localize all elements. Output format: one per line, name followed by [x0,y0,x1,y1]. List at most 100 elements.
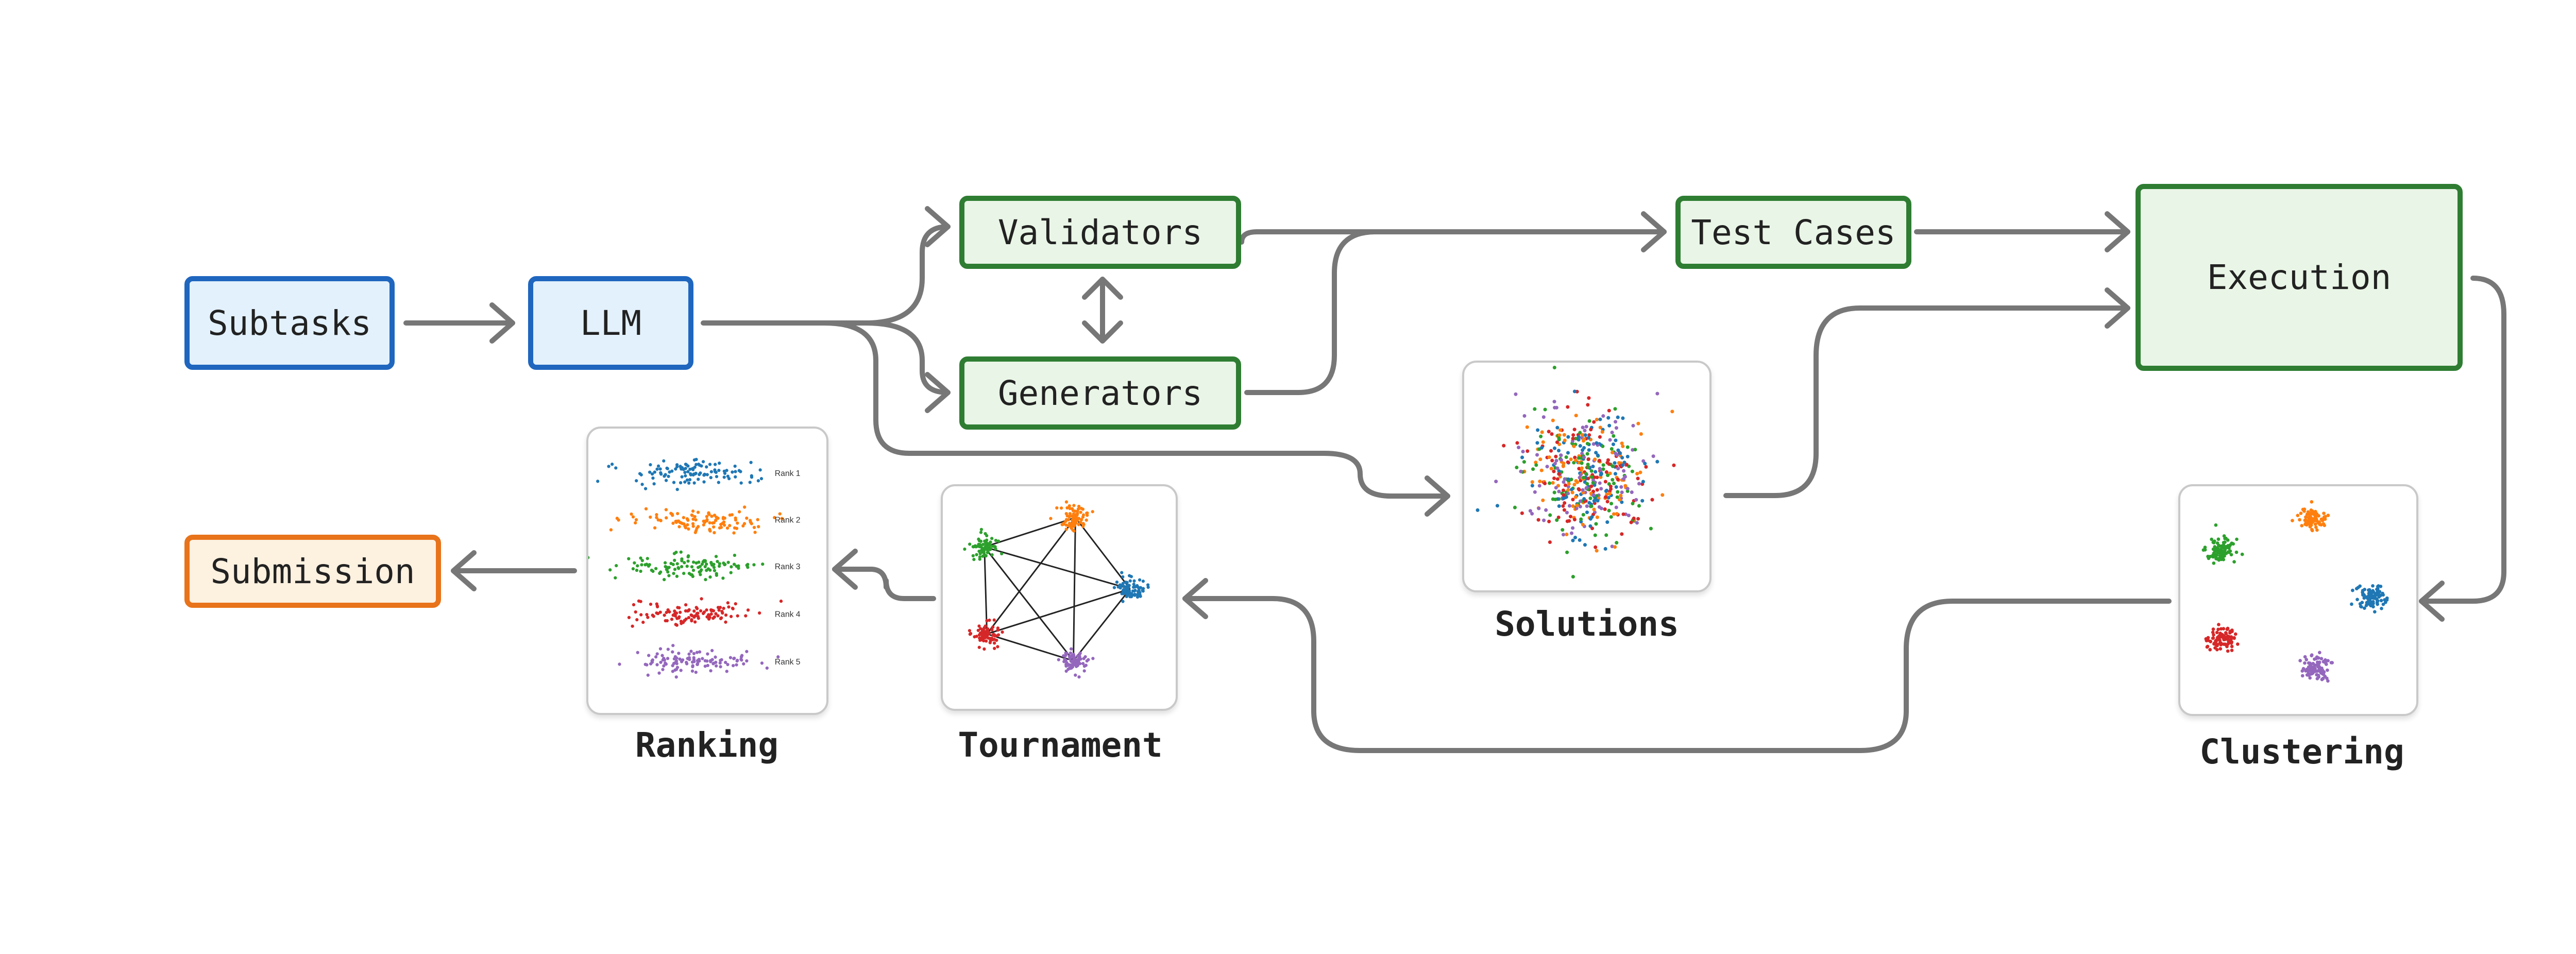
ranking-point [689,473,693,476]
solution-point [1582,497,1586,501]
solution-point [1590,475,1594,479]
ranking-point [672,481,676,484]
ranking-point [752,563,756,567]
solution-point [1544,508,1548,512]
solution-point [1539,468,1544,472]
cluster-point [2222,557,2226,561]
solution-point [1537,506,1541,510]
solution-point [1571,575,1575,579]
ranking-point [640,483,644,486]
solution-point [1622,469,1626,473]
ranking-point [687,481,691,485]
ranking-point [675,623,679,627]
ranking-point [746,608,750,612]
cluster-point [2218,554,2222,557]
ranking-point [685,565,689,568]
solution-point [1599,487,1603,491]
cluster-point [2372,610,2377,614]
ranking-point [733,464,737,468]
ranking-point [709,669,713,673]
solution-point [1605,492,1609,497]
cluster-point [2224,632,2228,636]
solution-point [1557,472,1561,476]
ranking-point [610,463,614,466]
cluster-point [2378,590,2382,593]
cluster-point [2299,512,2303,515]
tournament-point [1122,585,1126,588]
cluster-point [2351,588,2354,592]
tournament-point [1001,630,1004,634]
tournament-panel [941,484,1178,711]
solution-point [1562,508,1566,512]
solution-point [1566,477,1570,481]
test-cases-node: Test Cases [1675,196,1911,269]
tournament-point [1055,506,1059,510]
ranking-point [711,616,715,620]
ranking-point [709,475,713,480]
tournament-point [996,626,1000,630]
ranking-point [721,576,725,580]
cluster-point [2204,637,2208,641]
cluster-point [2362,596,2366,600]
solution-point [1520,511,1524,515]
cluster-point [2211,553,2215,557]
ranking-point [707,511,710,515]
ranking-point [722,475,726,479]
solution-point [1581,425,1585,430]
ranking-point [675,487,679,491]
ranking-point [636,564,639,568]
cluster-point [2228,543,2232,547]
ranking-point [726,474,730,478]
ranking-point [732,563,736,566]
tournament-point [1138,578,1142,582]
ranking-point [663,577,666,582]
solution-point [1587,448,1591,452]
tournament-point [1064,663,1068,667]
cluster-point [2203,546,2207,549]
arrow-llm-to-generators [863,320,951,395]
tournament-point [977,645,981,649]
ranking-point [732,531,736,535]
tournament-point [990,636,994,640]
ranking-point [668,610,671,614]
tournament-point [968,633,972,636]
ranking-point [737,510,741,514]
tournament-point [979,627,982,631]
solution-point [1607,491,1612,496]
solution-point [1635,472,1639,476]
solution-point [1551,418,1555,422]
ranking-point [715,664,718,668]
solution-point [1562,480,1566,484]
solution-point [1554,458,1558,463]
tournament-point [1136,595,1140,599]
solution-point [1566,485,1570,489]
subtasks-label: Subtasks [208,303,371,343]
cluster-point [2214,556,2218,560]
ranking-point [718,606,722,609]
solution-point [1610,450,1615,454]
tournament-point [1072,529,1076,533]
ranking-point [677,606,681,610]
tournament-edge [984,546,1074,661]
ranking-point [683,524,687,529]
execution-label: Execution [2207,258,2392,297]
solution-point [1636,421,1640,425]
ranking-point [729,571,733,574]
tournament-point [1069,647,1073,651]
cluster-point [2365,601,2369,605]
ranking-point [717,469,721,472]
ranking-point [640,563,643,567]
ranking-point [717,608,721,612]
ranking-point [680,559,684,563]
solution-point [1547,430,1551,434]
ranking-point [634,518,638,522]
ranking-point [679,669,683,672]
ranking-point [679,619,683,623]
solution-point [1540,430,1544,434]
ranking-point [608,568,612,572]
solution-point [1571,526,1575,530]
solution-point [1554,405,1558,410]
cluster-point [2314,525,2318,529]
tournament-point [1136,585,1140,589]
